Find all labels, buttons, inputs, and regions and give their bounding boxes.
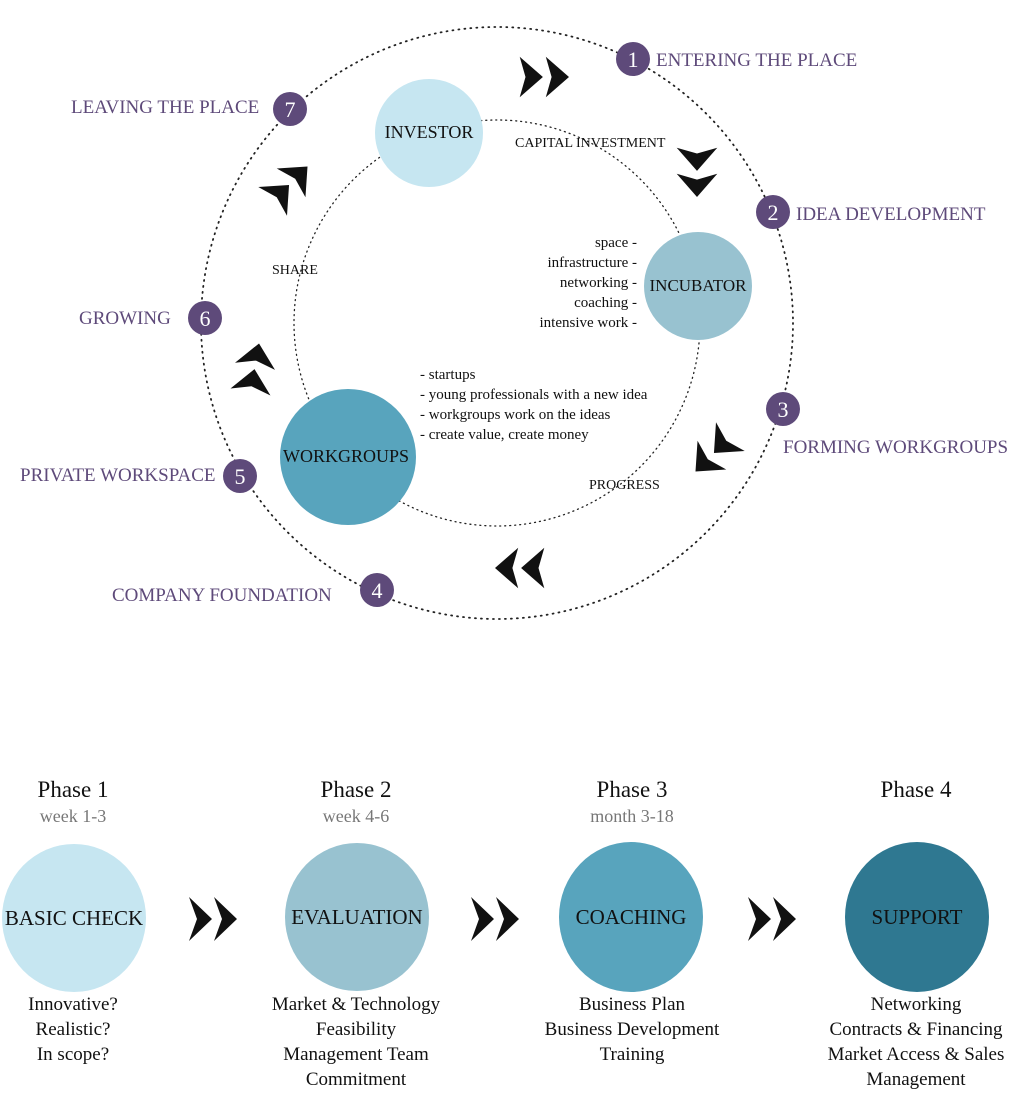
svg-text:6: 6: [200, 306, 211, 331]
phase-2-circle: EVALUATION: [285, 843, 429, 991]
phase-arrow-chevron-icon: [189, 897, 237, 941]
phase-3-items: Business Plan Business Development Train…: [502, 992, 762, 1067]
list-item: Business Development: [544, 1019, 720, 1040]
list-item: Market & Technology: [271, 994, 441, 1015]
svg-text:7: 7: [285, 97, 296, 122]
phase-duration: month 3-18: [590, 806, 674, 826]
phase-arrow-chevron-icon: [471, 897, 519, 941]
list-item: Commitment: [305, 1069, 407, 1090]
list-item: - workgroups work on the ideas: [420, 407, 611, 423]
list-item: infrastructure -: [547, 255, 637, 271]
list-item: intensive work -: [539, 315, 637, 331]
list-item: Management Team: [283, 1044, 429, 1065]
list-item: - young professionals with a new idea: [420, 387, 648, 403]
svg-text:4: 4: [372, 578, 383, 603]
phase-title: Phase 2: [320, 777, 392, 802]
list-item: Contracts & Financing: [829, 1019, 1003, 1040]
phase-2-header: Phase 2 week 4-6: [236, 776, 476, 827]
stage-label-forming-workgroups: FORMING WORKGROUPS: [783, 437, 1009, 458]
workgroups-feature-list: - startups - young professionals with a …: [420, 365, 647, 445]
stage-label-leaving: LEAVING THE PLACE: [71, 97, 260, 118]
workgroups-label: WORKGROUPS: [283, 446, 409, 466]
incubator-feature-list: space - infrastructure - networking - co…: [540, 233, 637, 333]
phase-arrow-chevron-icon: [748, 897, 796, 941]
phase-title: Phase 1: [37, 777, 109, 802]
list-item: space -: [594, 235, 637, 251]
phase-circle-label: BASIC CHECK: [4, 905, 144, 930]
stage-marker-1: 1: [616, 42, 650, 76]
list-item: Training: [599, 1044, 665, 1065]
svg-text:1: 1: [628, 47, 639, 72]
direction-chevron-icon: [230, 343, 275, 396]
list-item: coaching -: [574, 295, 637, 311]
stage-marker-7: 7: [273, 92, 307, 126]
stage-label-company-foundation: COMPANY FOUNDATION: [112, 585, 332, 606]
phase-4-circle: SUPPORT: [845, 842, 989, 992]
stage-marker-6: 6: [188, 301, 222, 335]
list-item: Management: [866, 1069, 966, 1090]
list-item: Business Plan: [578, 994, 686, 1015]
direction-chevron-icon: [695, 422, 745, 472]
direction-chevron-icon: [676, 147, 718, 198]
phase-4-header: Phase 4: [796, 776, 1014, 805]
stage-marker-3: 3: [766, 392, 800, 426]
phase-2-items: Market & Technology Feasibility Manageme…: [226, 992, 486, 1092]
list-item: Networking: [870, 994, 962, 1015]
stage-label-growing: GROWING: [79, 308, 171, 329]
direction-chevron-icon: [258, 166, 308, 216]
list-item: Market Access & Sales: [827, 1044, 1005, 1065]
phase-circle-label: EVALUATION: [291, 904, 423, 929]
direction-chevron-icon: [495, 547, 545, 589]
stage-label-private-workspace: PRIVATE WORKSPACE: [20, 465, 216, 486]
phase-3-circle: COACHING: [559, 842, 703, 992]
investor-label: INVESTOR: [385, 122, 474, 142]
incubator-cycle-diagram: INVESTOR INCUBATOR WORKGROUPS CAPITAL IN…: [188, 26, 800, 620]
phase-duration: week 4-6: [322, 806, 390, 826]
svg-text:5: 5: [235, 464, 246, 489]
list-item: In scope?: [36, 1044, 110, 1065]
stage-label-entering: ENTERING THE PLACE: [656, 50, 858, 71]
stage-label-idea-development: IDEA DEVELOPMENT: [796, 204, 986, 225]
list-item: Innovative?: [28, 994, 118, 1015]
list-item: - startups: [420, 367, 476, 383]
phase-1-items: Innovative? Realistic? In scope?: [0, 992, 203, 1067]
phase-1-header: Phase 1 week 1-3: [0, 776, 193, 827]
capital-investment-label: CAPITAL INVESTMENT: [515, 136, 666, 151]
phase-title: Phase 4: [880, 777, 952, 802]
incubator-node: INCUBATOR: [644, 232, 752, 340]
phase-3-header: Phase 3 month 3-18: [512, 776, 752, 827]
phase-circle-label: COACHING: [575, 904, 687, 929]
list-item: networking -: [559, 275, 637, 291]
incubator-label: INCUBATOR: [650, 276, 748, 295]
list-item: Feasibility: [315, 1019, 397, 1040]
phase-1-circle: BASIC CHECK: [2, 844, 146, 992]
stage-marker-4: 4: [360, 573, 394, 607]
list-item: Realistic?: [35, 1019, 111, 1040]
progress-label: PROGRESS: [589, 478, 660, 493]
workgroups-node: WORKGROUPS: [280, 389, 416, 525]
phase-4-items: Networking Contracts & Financing Market …: [786, 992, 1014, 1092]
share-label: SHARE: [272, 263, 318, 278]
phase-circle-label: SUPPORT: [871, 904, 963, 929]
svg-text:3: 3: [778, 397, 789, 422]
phase-title: Phase 3: [596, 777, 668, 802]
investor-node: INVESTOR: [375, 79, 483, 187]
phase-duration: week 1-3: [39, 806, 107, 826]
stage-marker-2: 2: [756, 195, 790, 229]
stage-marker-5: 5: [223, 459, 257, 493]
svg-text:2: 2: [768, 200, 779, 225]
list-item: - create value, create money: [420, 427, 589, 443]
direction-chevron-icon: [519, 56, 569, 98]
